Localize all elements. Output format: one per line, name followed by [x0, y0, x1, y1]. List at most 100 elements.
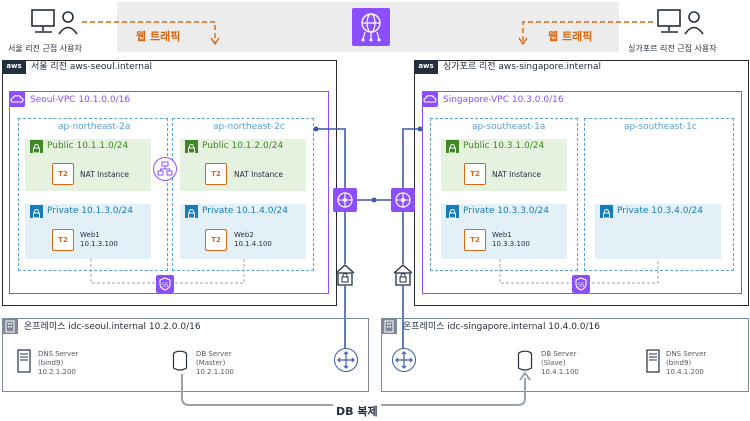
seoul-private-subnet-2: [180, 204, 306, 259]
seoul-public-subnet-1: [25, 139, 151, 191]
vpc-cloud-icon: [422, 91, 438, 107]
svg-text:SS: SS: [578, 283, 584, 289]
building-icon: [381, 318, 397, 334]
vpc-cloud-icon: [9, 91, 25, 107]
web1-name: Web1: [80, 231, 100, 239]
db-slave-name: DB Server: [541, 350, 577, 358]
ec2-chip-icon: T2: [52, 229, 74, 251]
onprem-seoul-title: 온프레미스 idc-seoul.internal 10.2.0.0/16: [24, 322, 201, 332]
singapore-az-1a-label: ap-southeast-1a: [472, 122, 546, 132]
svg-text:SS: SS: [162, 283, 168, 289]
router-hub-icon: [153, 157, 177, 181]
nat-instance-label: NAT Instance: [234, 170, 284, 179]
singapore-public-1-label: Public 10.3.1.0/24: [463, 141, 545, 151]
singapore-user-label: 싱가포르 리전 근접 사용자: [628, 44, 717, 53]
seoul-public-1-label: Public 10.1.1.0/24: [47, 141, 129, 151]
seoul-vpc-label: Seoul-VPC 10.1.0.0/16: [30, 95, 131, 105]
web2-name: Web2: [234, 231, 254, 239]
server-icon: [646, 349, 660, 373]
singapore-private-1-label: Private 10.3.3.0/24: [463, 206, 549, 216]
user-computer-icon: [31, 9, 78, 35]
vpn-gateway-icon: [335, 264, 355, 286]
router-icon: [334, 348, 358, 372]
onprem-singapore: [381, 318, 749, 392]
sg-dns-server-name: DNS Server: [666, 350, 707, 358]
lock-icon: [600, 205, 613, 219]
seoul-public-2-label: Public 10.1.2.0/24: [202, 141, 284, 151]
traffic-arrows: [82, 21, 653, 46]
db-master-ip: 10.2.1.100: [196, 368, 234, 376]
database-icon: [517, 350, 533, 371]
sg-dns-server-sub: (bind9): [666, 359, 692, 367]
seoul-region-title: 서울 리전 aws-seoul.internal: [31, 62, 152, 72]
seoul-az-2c: [172, 118, 314, 271]
nat-instance-label: NAT Instance: [80, 170, 130, 179]
global-accelerator-icon: [352, 8, 390, 46]
vpn-gateway-icon: [393, 264, 413, 286]
nat-instance-label: NAT Instance: [492, 170, 542, 179]
seoul-private-1-label: Private 10.1.3.0/24: [47, 206, 133, 216]
traffic-label-left: 웹 트래픽: [136, 30, 181, 43]
sg-dns-server-ip: 10.4.1.200: [666, 368, 704, 376]
seoul-private-subnet-1: [25, 204, 151, 259]
lock-icon: [446, 205, 459, 219]
db-replication-label: DB 복제: [333, 403, 381, 419]
sg-web1-ip: 10.3.3.100: [492, 240, 530, 248]
ec2-chip-icon: T2: [464, 229, 486, 251]
traffic-label-right: 웹 트래픽: [548, 30, 593, 43]
ec2-chip-icon: T2: [205, 163, 227, 185]
database-icon: [172, 350, 188, 371]
ec2-chip-icon: T2: [52, 163, 74, 185]
server-icon: [17, 349, 31, 373]
db-slave-sub: (Slave): [541, 359, 566, 367]
user-computer-icon: [657, 9, 704, 35]
dns-server-ip: 10.2.1.200: [38, 368, 76, 376]
router-icon: [392, 348, 416, 372]
singapore-az-1c-label: ap-southeast-1c: [624, 122, 697, 132]
lock-icon: [185, 205, 198, 219]
seoul-vpc: [9, 91, 329, 294]
route-table-icon: SS: [156, 275, 174, 293]
singapore-private-subnet-2: [595, 204, 721, 259]
aws-logo-seoul: aws: [2, 60, 26, 74]
onprem-singapore-title: 온프레미스 idc-singapore.internal 10.4.0.0/16: [403, 322, 601, 332]
lock-icon: [30, 205, 43, 219]
web2-ip: 10.1.4.100: [234, 240, 272, 248]
lock-icon: [30, 140, 43, 154]
sg-web1-name: Web1: [492, 231, 512, 239]
db-master-name: DB Server: [196, 350, 232, 358]
seoul-az-2c-label: ap-northeast-2c: [213, 122, 285, 132]
singapore-vpc: [422, 91, 742, 294]
db-master-sub: (Master): [196, 359, 226, 367]
transit-gateway-icon: [391, 188, 415, 212]
onprem-seoul: [2, 318, 369, 392]
dns-server-sub: (bind9): [38, 359, 64, 367]
singapore-region-title: 싱가포르 리전 aws-singapore.internal: [443, 62, 601, 72]
seoul-public-subnet-2: [180, 139, 306, 191]
seoul-az-2a: [18, 118, 168, 271]
dns-server-name: DNS Server: [38, 350, 79, 358]
transit-gateway-icon: [333, 188, 357, 212]
singapore-vpc-label: Singapore-VPC 10.3.0.0/16: [443, 95, 564, 105]
singapore-az-1a: [430, 118, 578, 271]
building-icon: [2, 318, 18, 334]
seoul-private-2-label: Private 10.1.4.0/24: [202, 206, 288, 216]
aws-logo-singapore: aws: [414, 60, 438, 74]
db-slave-ip: 10.4.1.100: [541, 368, 579, 376]
singapore-public-subnet-1: [441, 139, 567, 191]
lock-icon: [446, 140, 459, 154]
singapore-private-2-label: Private 10.3.4.0/24: [617, 206, 703, 216]
singapore-az-1c: [584, 118, 734, 271]
ec2-chip-icon: T2: [205, 229, 227, 251]
lock-icon: [185, 140, 198, 154]
ec2-chip-icon: T2: [464, 163, 486, 185]
seoul-az-2a-label: ap-northeast-2a: [58, 122, 131, 132]
web1-ip: 10.1.3.100: [80, 240, 118, 248]
singapore-private-subnet-1: [441, 204, 567, 259]
seoul-user-label: 서울 리전 근접 사용자: [8, 44, 82, 53]
route-table-icon: SS: [572, 275, 590, 293]
